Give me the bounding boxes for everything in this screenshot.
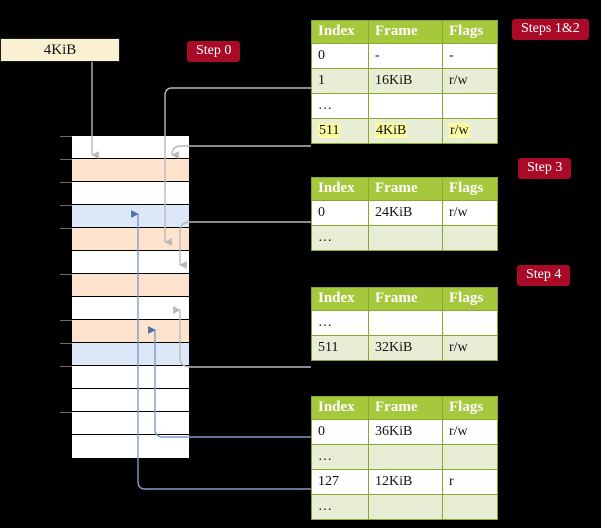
cell-flags bbox=[442, 310, 498, 336]
column-header-index: Index bbox=[311, 396, 369, 420]
column-header-index: Index bbox=[311, 287, 369, 311]
cell-frame: 4KiB bbox=[368, 118, 443, 144]
memory-row-13 bbox=[72, 435, 189, 458]
table-row: … bbox=[311, 444, 498, 470]
cell-frame bbox=[368, 444, 443, 470]
column-header-flags: Flags bbox=[442, 20, 498, 44]
cell-frame bbox=[368, 93, 443, 119]
memory-row-tick bbox=[60, 205, 72, 206]
column-header-flags: Flags bbox=[442, 396, 498, 420]
memory-row-0 bbox=[60, 136, 189, 159]
cell-frame bbox=[368, 494, 443, 520]
table-row: … bbox=[311, 494, 498, 520]
badge-step-0: Step 0 bbox=[187, 41, 241, 62]
column-header-index: Index bbox=[311, 20, 369, 44]
column-header-frame: Frame bbox=[368, 287, 443, 311]
cell-flags: r bbox=[442, 469, 498, 495]
cell-flags: r/w bbox=[442, 68, 498, 94]
memory-row-12 bbox=[60, 412, 189, 435]
column-header-flags: Flags bbox=[442, 287, 498, 311]
badge-step-3: Step 3 bbox=[518, 158, 572, 179]
cell-index: 511 bbox=[311, 118, 369, 144]
column-header-frame: Frame bbox=[368, 20, 443, 44]
cell-index: 1 bbox=[311, 68, 369, 94]
cell-index: … bbox=[311, 444, 369, 470]
memory-row-10 bbox=[60, 366, 189, 389]
cell-flags bbox=[442, 225, 498, 251]
table-row: … bbox=[311, 310, 498, 336]
table-row: … bbox=[311, 225, 498, 251]
memory-row-tick bbox=[60, 228, 72, 229]
cell-flags: r/w bbox=[442, 335, 498, 361]
column-header-index: Index bbox=[311, 177, 369, 201]
cell-frame: 24KiB bbox=[368, 200, 443, 226]
cell-index: 0 bbox=[311, 419, 369, 445]
memory-row-6 bbox=[60, 274, 189, 297]
cell-frame: - bbox=[368, 43, 443, 69]
table-row: … bbox=[311, 93, 498, 119]
cell-frame: 36KiB bbox=[368, 419, 443, 445]
memory-row-7 bbox=[72, 297, 189, 320]
cell-flags: r/w bbox=[442, 419, 498, 445]
memory-row-3 bbox=[60, 205, 189, 228]
cell-index: … bbox=[311, 225, 369, 251]
column-header-frame: Frame bbox=[368, 396, 443, 420]
cell-flags bbox=[442, 444, 498, 470]
memory-row-4 bbox=[60, 228, 189, 251]
cell-frame bbox=[368, 310, 443, 336]
memory-row-8 bbox=[60, 320, 189, 343]
cell-frame: 12KiB bbox=[368, 469, 443, 495]
cell-index: 0 bbox=[311, 43, 369, 69]
memory-row-1 bbox=[60, 159, 189, 182]
cell-index: 127 bbox=[311, 469, 369, 495]
cell-index: … bbox=[311, 93, 369, 119]
cell-flags: - bbox=[442, 43, 498, 69]
memory-row-tick bbox=[60, 320, 72, 321]
cell-index: … bbox=[311, 310, 369, 336]
memory-row-tick bbox=[60, 182, 72, 183]
badge-step-4: Step 4 bbox=[517, 265, 571, 286]
cell-frame: 16KiB bbox=[368, 68, 443, 94]
memory-row-2 bbox=[60, 182, 189, 205]
memory-row-tick bbox=[60, 366, 72, 367]
memory-row-11 bbox=[72, 389, 189, 412]
physical-memory-column bbox=[60, 134, 190, 459]
memory-row-tick bbox=[60, 159, 72, 160]
memory-row-tick bbox=[60, 136, 72, 137]
column-header-flags: Flags bbox=[442, 177, 498, 201]
cell-frame bbox=[368, 225, 443, 251]
memory-row-tick bbox=[60, 343, 72, 344]
badge-steps-1-2: Steps 1&2 bbox=[512, 19, 589, 40]
cell-flags: r/w bbox=[442, 200, 498, 226]
memory-row-tick bbox=[60, 274, 72, 275]
column-header-frame: Frame bbox=[368, 177, 443, 201]
memory-row-5 bbox=[72, 251, 189, 274]
cell-frame: 32KiB bbox=[368, 335, 443, 361]
memory-row-9 bbox=[60, 343, 189, 366]
cell-flags bbox=[442, 93, 498, 119]
cell-flags: r/w bbox=[442, 118, 498, 144]
frame-box-4kib: 4KiB bbox=[0, 38, 120, 62]
cell-index: 0 bbox=[311, 200, 369, 226]
table-row: 0-- bbox=[311, 43, 498, 69]
cell-index: 511 bbox=[311, 335, 369, 361]
cell-flags bbox=[442, 494, 498, 520]
cell-index: … bbox=[311, 494, 369, 520]
memory-row-tick bbox=[60, 412, 72, 413]
